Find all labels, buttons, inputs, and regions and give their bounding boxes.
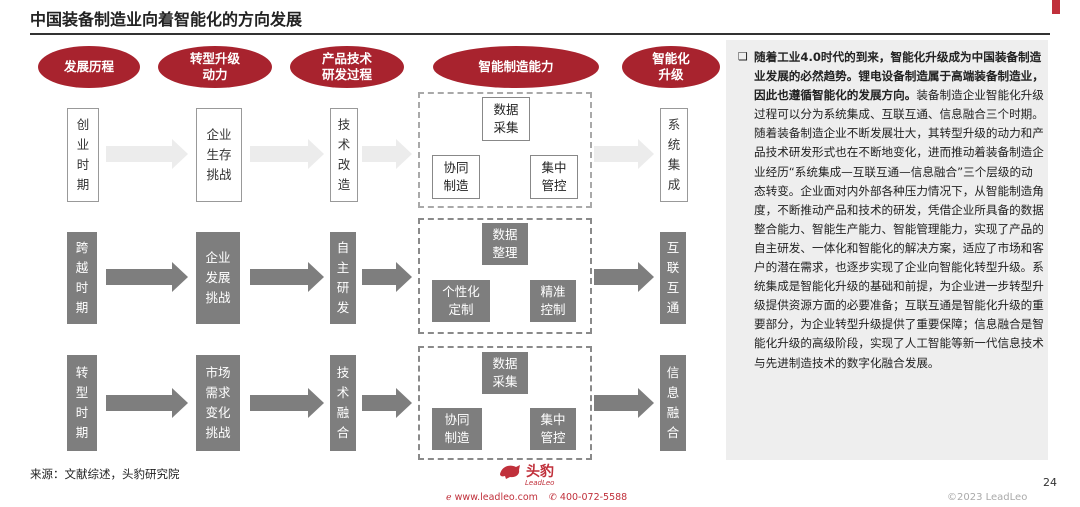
footer-contact: ℯ www.leadleo.com ✆ 400-072-5588 bbox=[446, 492, 627, 503]
capability-item: 数据 采集 bbox=[482, 97, 530, 141]
capability-item: 集中 管控 bbox=[530, 408, 576, 450]
capability-item: 数据 采集 bbox=[482, 352, 528, 394]
capability-group bbox=[418, 92, 592, 208]
description-bold: 随着工业4.0时代的到来，智能化升级成为中国装备制造业发展的必然趋势。锂电设备制… bbox=[754, 50, 1044, 103]
leopard-icon bbox=[500, 465, 520, 479]
header-upgrade: 智能化 升级 bbox=[622, 46, 720, 88]
capability-group bbox=[418, 218, 592, 334]
flow-arrow bbox=[106, 262, 188, 292]
header-capability: 智能制造能力 bbox=[433, 46, 599, 88]
stage-box: 转 型 时 期 bbox=[67, 355, 97, 451]
brand-name: 头豹 bbox=[526, 464, 554, 480]
driver-box: 企业 发展 挑战 bbox=[196, 232, 240, 324]
bullet-icon: ❑ bbox=[738, 50, 748, 63]
flow-arrow bbox=[106, 139, 188, 169]
capability-group bbox=[418, 346, 592, 460]
brand-sub: LeadLeo bbox=[525, 479, 555, 487]
page-number: 24 bbox=[1043, 476, 1057, 489]
web-icon: ℯ bbox=[446, 492, 452, 503]
header-rnd: 产品技术 研发过程 bbox=[290, 46, 404, 88]
stage-box: 创 业 时 期 bbox=[67, 108, 99, 202]
header-development: 发展历程 bbox=[38, 46, 140, 88]
rnd-box: 技 术 改 造 bbox=[330, 108, 358, 202]
description-body: 装备制造企业智能化升级过程可以分为系统集成、互联互通、信息融合三个时期。随着装备… bbox=[754, 88, 1044, 370]
source-note: 来源：文献综述，头豹研究院 bbox=[30, 467, 180, 481]
flow-arrow bbox=[594, 388, 654, 418]
stage-box: 跨 越 时 期 bbox=[67, 232, 97, 324]
capability-item: 协同 制造 bbox=[432, 408, 482, 450]
flow-arrow bbox=[362, 388, 412, 418]
capability-item: 协同 制造 bbox=[432, 155, 480, 199]
flow-arrow bbox=[250, 139, 324, 169]
phone-number: 400-072-5588 bbox=[559, 492, 628, 503]
page-title: 中国装备制造业向着智能化的方向发展 bbox=[30, 10, 303, 29]
description-panel: ❑ 随着工业4.0时代的到来，智能化升级成为中国装备制造业发展的必然趋势。锂电设… bbox=[726, 40, 1048, 460]
flow-arrow bbox=[594, 139, 654, 169]
rnd-box: 技 术 融 合 bbox=[330, 355, 356, 451]
driver-box: 企业 生存 挑战 bbox=[196, 108, 242, 202]
phone-icon: ✆ bbox=[548, 492, 557, 503]
title-divider bbox=[30, 33, 1050, 35]
copyright: ©2023 LeadLeo bbox=[947, 492, 1028, 503]
capability-item: 精准 控制 bbox=[530, 280, 576, 322]
capability-item: 集中 管控 bbox=[530, 155, 578, 199]
header-driver: 转型升级 动力 bbox=[158, 46, 272, 88]
corner-accent bbox=[1052, 0, 1060, 14]
flow-arrow bbox=[250, 262, 324, 292]
driver-box: 市场 需求 变化 挑战 bbox=[196, 355, 240, 451]
website-link[interactable]: www.leadleo.com bbox=[454, 492, 538, 503]
flow-arrow bbox=[250, 388, 324, 418]
upgrade-box: 信 息 融 合 bbox=[660, 355, 686, 451]
description-text: 随着工业4.0时代的到来，智能化升级成为中国装备制造业发展的必然趋势。锂电设备制… bbox=[754, 48, 1044, 373]
capability-item: 个性化 定制 bbox=[432, 280, 490, 322]
brand-logo: 头豹 bbox=[498, 461, 554, 481]
flow-arrow bbox=[362, 262, 412, 292]
flow-arrow bbox=[594, 262, 654, 292]
flow-arrow bbox=[362, 139, 412, 169]
upgrade-box: 系 统 集 成 bbox=[660, 108, 688, 202]
flow-arrow bbox=[106, 388, 188, 418]
upgrade-box: 互 联 互 通 bbox=[660, 232, 686, 324]
capability-item: 数据 整理 bbox=[482, 223, 528, 265]
rnd-box: 自 主 研 发 bbox=[330, 232, 356, 324]
